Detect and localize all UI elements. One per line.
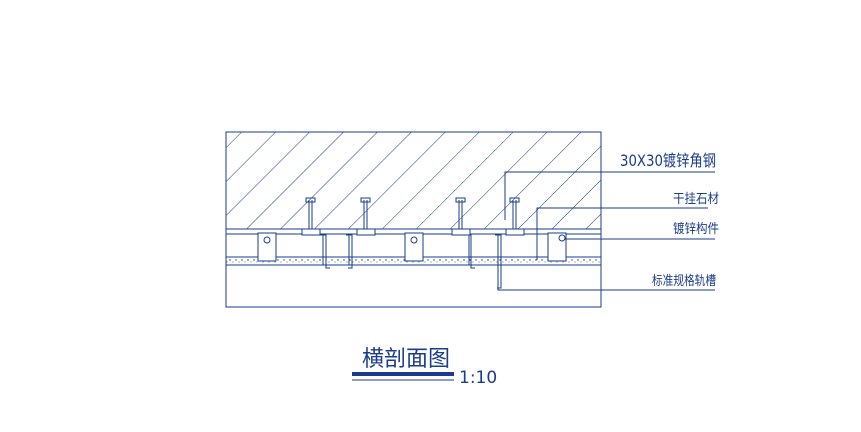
label-galvanized-part: 镀锌构件 <box>673 221 719 237</box>
leader-standard-rail <box>497 270 715 291</box>
title-underline-thick <box>352 372 454 376</box>
leader-angle-steel <box>504 171 715 220</box>
label-dry-hung-stone: 干挂石材 <box>673 192 719 207</box>
galvanized-brackets <box>257 232 567 262</box>
drawing-scale: 1:10 <box>459 368 497 388</box>
anchor-bolts <box>305 197 520 232</box>
bolt-nuts <box>301 228 525 236</box>
wall-section <box>225 131 602 230</box>
label-standard-rail: 标准规格轨槽 <box>652 273 716 289</box>
outline-frame <box>225 131 602 308</box>
label-angle-steel: 30X30镀锌角钢 <box>620 151 716 170</box>
leader-dry-hung-stone <box>536 207 708 260</box>
angle-steel-channels <box>320 234 502 289</box>
drawing-title: 横剖面图 <box>362 347 450 372</box>
